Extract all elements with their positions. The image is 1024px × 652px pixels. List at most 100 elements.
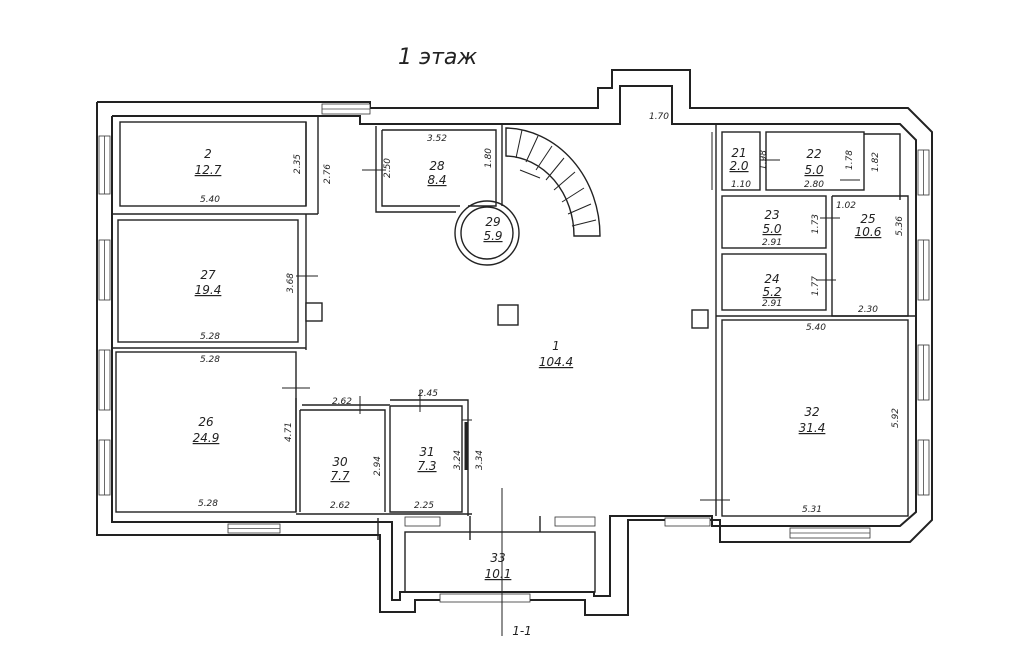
- room-23-outline: [721, 195, 827, 249]
- room-27-outline: [117, 219, 299, 343]
- room-24-outline: [721, 253, 827, 311]
- svg-text:8.4: 8.4: [427, 173, 446, 187]
- svg-text:26: 26: [198, 415, 214, 429]
- dim-label: 2.91: [762, 238, 782, 248]
- interior-walls: [112, 116, 916, 540]
- svg-text:5.0: 5.0: [804, 163, 823, 177]
- dim-label: 5.40: [200, 195, 220, 205]
- svg-text:33: 33: [490, 551, 505, 565]
- dim-label: 2.91: [762, 299, 782, 309]
- svg-text:24.9: 24.9: [193, 431, 220, 445]
- outer-walls: [96, 69, 933, 616]
- svg-text:29: 29: [485, 215, 500, 229]
- tick-marks: [282, 132, 860, 636]
- dim-label: 3.52: [427, 134, 447, 144]
- room-27-label: 27 19.4: [195, 268, 222, 297]
- column-center: [497, 304, 519, 326]
- dim-label: 5.36: [895, 216, 905, 236]
- dim-label: 2.25: [414, 501, 434, 511]
- svg-text:5.9: 5.9: [483, 229, 502, 243]
- spiral-stair: [505, 127, 601, 237]
- room-26-label: 26 24.9: [193, 415, 220, 445]
- room-32-label: 32 31.4: [799, 405, 826, 435]
- svg-text:10.6: 10.6: [855, 225, 882, 239]
- room-21-outline: [721, 131, 761, 191]
- dim-label: 3.34: [475, 450, 485, 470]
- dim-label: 5.31: [802, 505, 822, 515]
- dim-label: 2.76: [323, 164, 333, 184]
- svg-text:31.4: 31.4: [799, 421, 826, 435]
- svg-text:23: 23: [764, 208, 779, 222]
- room-21-label: 21 2.0: [729, 146, 748, 173]
- room-labels: 1 104.4 2 12.7 21 2.0 22 5.0 23 5.0 24 5…: [193, 146, 882, 581]
- room-33-label: 33 10.1: [485, 551, 512, 581]
- svg-text:2: 2: [204, 147, 212, 161]
- dim-label: 5.92: [891, 408, 901, 428]
- room-31-label: 31 7.3: [417, 445, 436, 473]
- room-2-label: 2 12.7: [195, 147, 222, 177]
- dim-label: 2.62: [330, 501, 350, 511]
- dim-label: 1.70: [649, 112, 669, 122]
- dim-label: 2.45: [418, 389, 438, 399]
- dim-label: 1.78: [845, 150, 855, 170]
- column-right: [691, 309, 709, 329]
- window-bottom-6: [439, 593, 531, 603]
- dim-label: 3.68: [286, 273, 296, 293]
- svg-text:30: 30: [332, 455, 348, 469]
- room-30-label: 30 7.7: [330, 455, 349, 483]
- room-24-label: 24 5.2: [762, 272, 781, 299]
- section-label: 1-1: [512, 624, 532, 638]
- dim-label: 2.35: [293, 154, 303, 174]
- room-22-label: 22 5.0: [804, 147, 823, 177]
- room-32-outline: [721, 319, 909, 517]
- room-1-label: 1 104.4: [539, 339, 573, 369]
- window-bottom-3: [554, 516, 596, 527]
- room-23-label: 23 5.0: [762, 208, 781, 236]
- dim-label: 1.80: [484, 148, 494, 168]
- dim-label: 5.28: [200, 355, 220, 365]
- svg-text:7.3: 7.3: [417, 459, 436, 473]
- svg-text:2.0: 2.0: [729, 159, 748, 173]
- floor-title: 1 этаж: [398, 45, 477, 70]
- room-28-label: 28 8.4: [427, 159, 446, 187]
- svg-text:5.2: 5.2: [762, 285, 781, 299]
- dim-label: 1.10: [731, 180, 751, 190]
- window-bottom-2: [404, 516, 441, 527]
- dim-label: 1.82: [871, 152, 881, 172]
- dim-label: 1.73: [811, 214, 821, 234]
- dim-label: 2.94: [373, 456, 383, 476]
- room-29-outline: [454, 200, 520, 266]
- svg-text:31: 31: [419, 445, 434, 459]
- room-22-outline: [765, 131, 865, 191]
- dimension-labels: 1.70 3.52 2.50 1.80 2.35 2.76 5.40 3.68 …: [198, 112, 905, 515]
- svg-text:1: 1: [552, 339, 560, 353]
- dim-label: 5.28: [198, 499, 218, 509]
- dim-label: 3.24: [453, 450, 463, 470]
- dim-label: 1.02: [836, 201, 856, 211]
- svg-text:12.7: 12.7: [195, 163, 222, 177]
- svg-text:25: 25: [860, 212, 875, 226]
- svg-text:22: 22: [806, 147, 821, 161]
- column-left: [305, 302, 323, 322]
- svg-text:19.4: 19.4: [195, 283, 222, 297]
- svg-text:21: 21: [731, 146, 746, 160]
- dim-label: 5.40: [806, 323, 826, 333]
- windows: [98, 103, 930, 603]
- window-bottom-4: [664, 517, 711, 527]
- dim-label: 2.80: [804, 180, 824, 190]
- svg-text:28: 28: [429, 159, 445, 173]
- svg-text:104.4: 104.4: [539, 355, 573, 369]
- dim-label: 2.62: [332, 397, 352, 407]
- svg-text:27: 27: [200, 268, 216, 282]
- svg-text:7.7: 7.7: [330, 469, 349, 483]
- room-29-label: 29 5.9: [483, 215, 502, 243]
- svg-text:24: 24: [764, 272, 779, 286]
- svg-text:5.0: 5.0: [762, 222, 781, 236]
- dim-label: 5.28: [200, 332, 220, 342]
- columns: [305, 302, 709, 329]
- dim-label: 1.77: [811, 276, 821, 296]
- svg-text:10.1: 10.1: [485, 567, 512, 581]
- dim-label: 4.71: [284, 422, 294, 442]
- dim-label: 1.98: [759, 150, 769, 170]
- room-25-label: 25 10.6: [855, 212, 882, 239]
